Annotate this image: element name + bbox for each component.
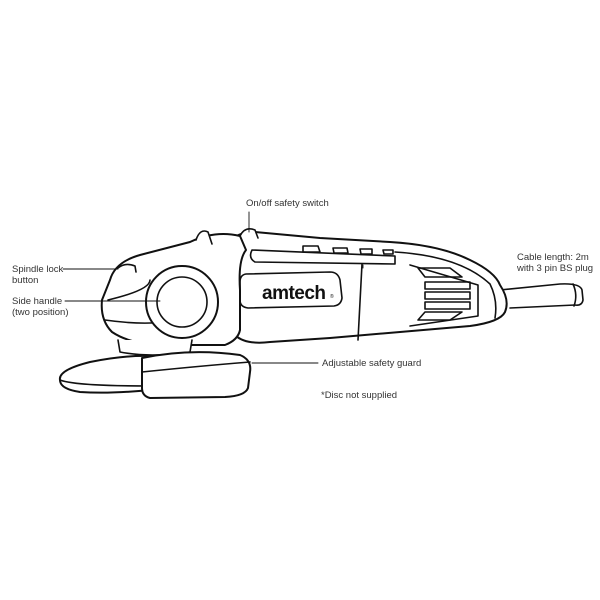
label-spindle-lock-line2: button	[12, 275, 39, 286]
grinding-disc	[58, 354, 151, 394]
label-on-off-switch: On/off safety switch	[246, 198, 329, 209]
side-handle	[145, 265, 219, 339]
safety-guard	[141, 351, 252, 399]
label-cable-line1: Cable length: 2m	[517, 252, 589, 263]
label-cable-line2: with 3 pin BS plug	[517, 263, 594, 274]
brand-logo: amtech	[262, 283, 326, 304]
trademark-mark: ®	[330, 293, 334, 300]
label-side-handle: Side handle (two position)	[12, 296, 69, 318]
label-safety-guard: Adjustable safety guard	[322, 358, 422, 369]
label-side-handle-line2: (two position)	[12, 307, 69, 318]
label-spindle-lock-line1: Spindle lock	[12, 264, 64, 275]
power-cable	[499, 283, 584, 309]
leader-lines	[62, 211, 364, 364]
label-disc-note: *Disc not supplied	[321, 390, 398, 401]
label-spindle-lock: Spindle lock button	[12, 264, 63, 286]
label-side-handle-line1: Side handle	[12, 296, 63, 307]
motor-housing	[229, 231, 508, 344]
label-cable: Cable length: 2m with 3 pin BS plug	[517, 252, 593, 274]
